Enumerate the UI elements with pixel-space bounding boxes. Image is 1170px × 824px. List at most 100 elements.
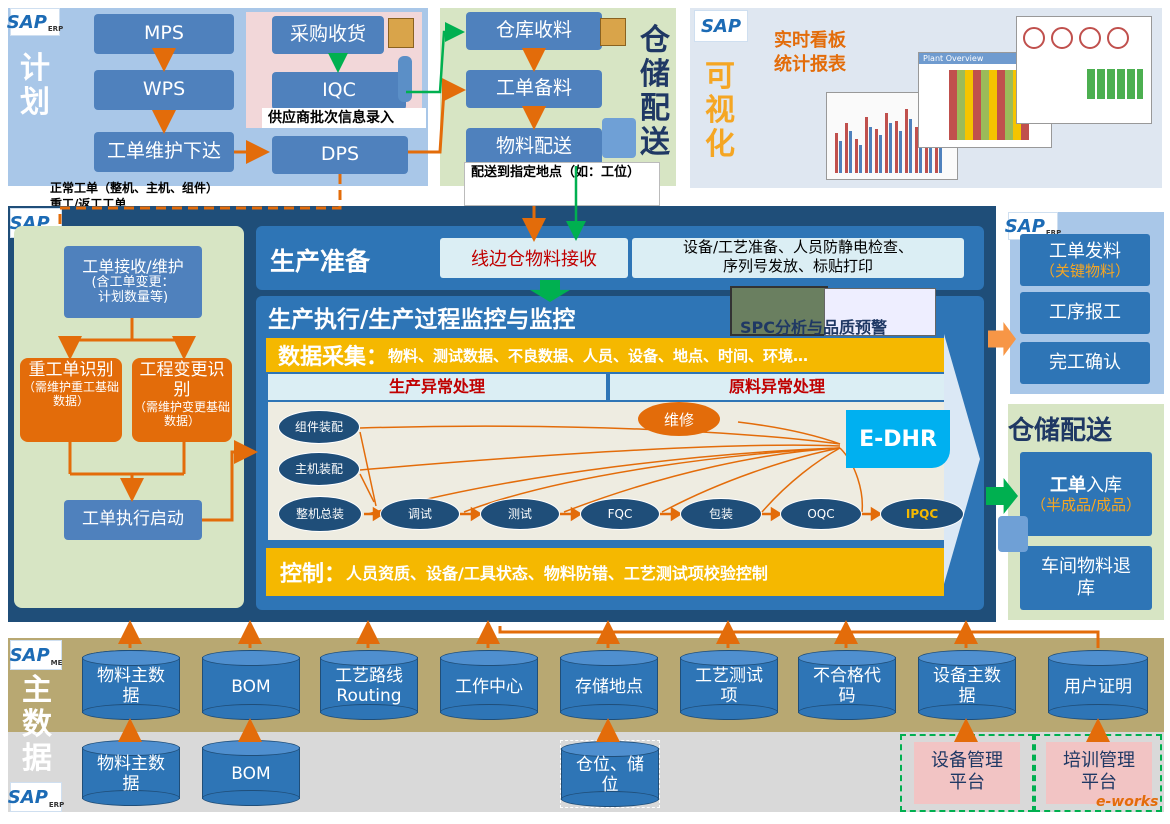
- order-note-1: 正常工单（整机、主机、组件）: [50, 181, 219, 195]
- purchase-box[interactable]: 采购收货: [272, 16, 384, 54]
- visual-title-char-2: 视: [705, 93, 735, 128]
- inbound-sub: （半成品/成品）: [1030, 495, 1142, 514]
- process-package[interactable]: 包装: [680, 498, 762, 530]
- process-ipqc[interactable]: IPQC: [880, 498, 964, 530]
- me-master-bom[interactable]: BOM: [202, 650, 300, 720]
- worker-icon-iqc: [398, 56, 412, 102]
- process-test[interactable]: 测试: [480, 498, 560, 530]
- me-master-ngcode[interactable]: 不合格代码: [798, 650, 896, 720]
- heatmap-grid-icon: [949, 70, 1029, 140]
- erp-master-bin-label: 仓位、储位: [576, 755, 644, 795]
- inbound-bold: 工单: [1050, 474, 1086, 496]
- rework-sub: （需维护重工基础数据）: [22, 380, 119, 408]
- inbound-box[interactable]: 工单入库 （半成品/成品）: [1020, 452, 1152, 536]
- return-box[interactable]: 车间物料退库: [1020, 546, 1152, 610]
- me-master-routing[interactable]: 工艺路线Routing: [320, 650, 418, 720]
- platform-training-box[interactable]: 培训管理平台: [1046, 742, 1152, 804]
- me-master-material-label: 物料主数据: [97, 666, 165, 706]
- wo-receive-box[interactable]: 工单接收/维护 (含工单变更： 计划数量等): [64, 246, 202, 318]
- erp-complete-box[interactable]: 完工确认: [1020, 342, 1150, 384]
- process-final-assembly[interactable]: 整机总装: [278, 496, 362, 532]
- control-bar: 控制： 人员资质、设备/工具状态、物料防错、工艺测试项校验控制: [266, 548, 944, 596]
- me-master-testitem-label: 工艺测试项: [695, 666, 763, 706]
- warehouse-title-char-3: 配: [640, 91, 670, 126]
- rework-title: 重工单识别: [28, 360, 114, 380]
- line-receive-box[interactable]: 线边仓物料接收: [440, 238, 628, 278]
- warehouse-receive-box[interactable]: 仓库收料: [466, 12, 602, 50]
- spc-screen: [730, 286, 828, 336]
- process-fqc[interactable]: FQC: [580, 498, 660, 530]
- visual-title-char-3: 化: [705, 127, 735, 162]
- change-box[interactable]: 工程变更识别 （需维护变更基础数据）: [132, 358, 232, 442]
- change-title: 工程变更识别: [139, 360, 225, 400]
- process-flow-arrows: [359, 421, 883, 522]
- spc-label: SPC分析与品质预警: [740, 318, 887, 337]
- forklift-icon-top: [602, 118, 636, 158]
- material-deliver-box[interactable]: 物料配送: [466, 128, 602, 166]
- me-master-workcenter[interactable]: 工作中心: [440, 650, 538, 720]
- me-master-routing-label: 工艺路线Routing: [335, 666, 403, 706]
- repair-box[interactable]: 维修: [638, 402, 720, 436]
- master-title-char-2: 数: [22, 707, 52, 742]
- me-master-bom-label: BOM: [231, 677, 271, 697]
- inbound-title: 工单入库: [1050, 475, 1122, 497]
- iqc-box[interactable]: IQC: [272, 72, 406, 110]
- wps-box[interactable]: WPS: [94, 70, 234, 110]
- dps-box[interactable]: DPS: [272, 136, 408, 174]
- gauge-row-icon: [1023, 27, 1145, 49]
- wo-issue-box[interactable]: 工单维护下达: [94, 132, 234, 172]
- control-items: 人员资质、设备/工具状态、物料防错、工艺测试项校验控制: [346, 564, 768, 583]
- visual-caption-2: 统计报表: [774, 54, 846, 75]
- erp-master-material-label: 物料主数据: [97, 754, 165, 794]
- green-bars-icon: [1087, 69, 1143, 99]
- process-component-assembly[interactable]: 组件装配: [278, 410, 360, 444]
- process-oqc[interactable]: OQC: [780, 498, 862, 530]
- material-exception-box[interactable]: 原料异常处理: [610, 374, 944, 400]
- process-host-assembly[interactable]: 主机装配: [278, 452, 360, 486]
- edhr-box[interactable]: E-DHR: [846, 410, 950, 468]
- plan-title-char-2: 划: [20, 85, 50, 120]
- plan-title-char-1: 计: [20, 51, 50, 86]
- warehouse-title-char-2: 储: [640, 57, 670, 92]
- master-title-char-3: 据: [22, 741, 52, 776]
- dashboard-thumbnail: [1016, 16, 1152, 124]
- me-master-storage-label: 存储地点: [575, 677, 643, 697]
- forklift-icon-right: [998, 516, 1028, 552]
- erp-master-bom[interactable]: BOM: [202, 740, 300, 806]
- me-master-equipment[interactable]: 设备主数据: [918, 650, 1016, 720]
- erp-op-report-box[interactable]: 工序报工: [1020, 292, 1150, 334]
- erp-wo-issue-sub: （关键物料）: [1039, 261, 1130, 280]
- box-icon-purchase: [388, 18, 414, 48]
- visual-caption-1: 实时看板: [774, 30, 846, 51]
- change-sub: （需维护变更基础数据）: [133, 400, 230, 428]
- me-master-equipment-label: 设备主数据: [933, 666, 1001, 706]
- platform-equipment-box[interactable]: 设备管理平台: [914, 742, 1020, 804]
- wo-start-box[interactable]: 工单执行启动: [64, 500, 202, 540]
- prep-title: 生产准备: [270, 247, 371, 276]
- erp-wo-issue-box[interactable]: 工单发料 （关键物料）: [1020, 234, 1150, 286]
- master-title-char-1: 主: [22, 673, 52, 708]
- erp-master-bom-label: BOM: [231, 764, 271, 784]
- me-master-testitem[interactable]: 工艺测试项: [680, 650, 778, 720]
- equip-prep-line-1: 设备/工艺准备、人员防静电检查、: [682, 238, 914, 256]
- rework-box[interactable]: 重工单识别 （需维护重工基础数据）: [20, 358, 122, 442]
- control-title: 控制：: [280, 562, 347, 587]
- right-wh-title: 仓储配送: [1008, 416, 1113, 446]
- me-master-material[interactable]: 物料主数据: [82, 650, 180, 720]
- plant-overview-title: Plant Overview: [919, 53, 1051, 64]
- equip-prep-box[interactable]: 设备/工艺准备、人员防静电检查、 序列号发放、标贴打印: [632, 238, 964, 278]
- erp-wo-issue-title: 工单发料: [1049, 240, 1121, 262]
- me-master-usercert-label: 用户证明: [1064, 677, 1132, 697]
- spc-window: [824, 288, 936, 336]
- prod-exception-box[interactable]: 生产异常处理: [268, 374, 606, 400]
- me-master-usercert[interactable]: 用户证明: [1048, 650, 1148, 720]
- erp-master-material[interactable]: 物料主数据: [82, 740, 180, 806]
- wo-prepare-box[interactable]: 工单备料: [466, 70, 602, 108]
- mps-box[interactable]: MPS: [94, 14, 234, 54]
- process-debug[interactable]: 调试: [380, 498, 460, 530]
- warehouse-title-char-1: 仓: [640, 23, 670, 58]
- exec-title: 生产执行/生产过程监控与监控: [268, 307, 576, 333]
